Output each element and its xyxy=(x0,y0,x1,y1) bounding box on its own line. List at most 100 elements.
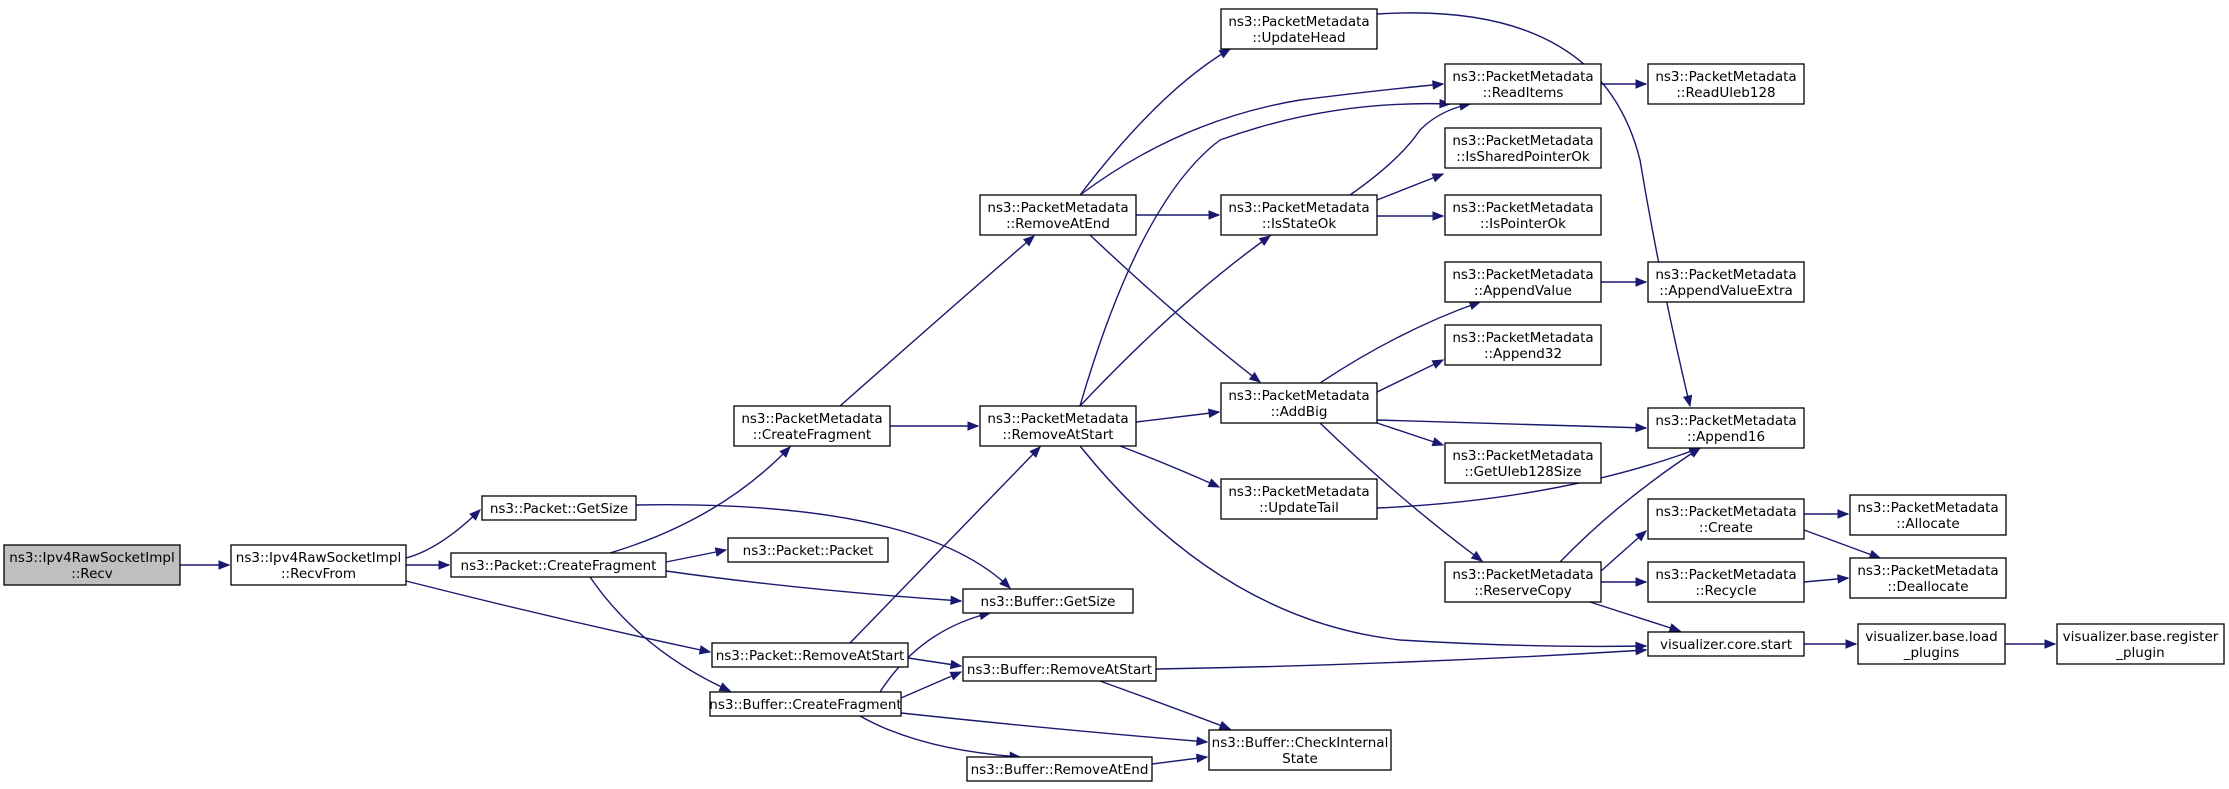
edge-line xyxy=(609,446,791,554)
node-recv[interactable]: ns3::Ipv4RawSocketImpl::Recv xyxy=(3,544,181,586)
node-pm-createfrag[interactable]: ns3::PacketMetadata::CreateFragment xyxy=(733,405,891,447)
node-box xyxy=(1220,8,1378,50)
arrowhead xyxy=(950,595,963,606)
edge-pm_isstateok-to-pm_issharedptr xyxy=(1376,173,1445,201)
node-pm-updatetail[interactable]: ns3::PacketMetadata::UpdateTail xyxy=(1220,478,1378,520)
edge-pm_appendvalue-to-pm_appendvalueextra xyxy=(1601,277,1648,287)
node-pm-appendvalue[interactable]: ns3::PacketMetadata::AppendValue xyxy=(1444,261,1602,303)
edge-recvfrom-to-pkt_removeatstart xyxy=(405,580,712,655)
node-pm-addbig[interactable]: ns3::PacketMetadata::AddBig xyxy=(1220,382,1378,424)
node-label: ns3::PacketMetadata xyxy=(1452,133,1593,149)
edge-buf_removeatend-to-buf_checkinternal xyxy=(1151,753,1209,765)
edge-viz_load-to-viz_register xyxy=(2005,639,2057,649)
node-label: _plugin xyxy=(2115,645,2165,661)
node-pkt-createfrag[interactable]: ns3::Packet::CreateFragment xyxy=(450,552,667,578)
node-label: ::Append32 xyxy=(1484,346,1562,362)
edge-line xyxy=(1079,48,1231,196)
node-pm-appendvalueextra[interactable]: ns3::PacketMetadata::AppendValueExtra xyxy=(1647,261,1805,303)
node-pm-readuleb[interactable]: ns3::PacketMetadata::ReadUleb128 xyxy=(1647,63,1805,105)
edge-line xyxy=(1376,419,1647,429)
node-recvfrom[interactable]: ns3::Ipv4RawSocketImpl::RecvFrom xyxy=(230,544,407,586)
node-label: visualizer.base.register xyxy=(2063,629,2219,645)
node-label: ::Allocate xyxy=(1896,516,1959,532)
arrowhead xyxy=(1688,447,1702,458)
node-label: visualizer.core.start xyxy=(1660,637,1792,653)
arrowhead xyxy=(1868,549,1882,559)
arrowhead xyxy=(1635,645,1648,656)
node-box xyxy=(230,544,407,586)
node-pm-recycle[interactable]: ns3::PacketMetadata::Recycle xyxy=(1647,561,1805,603)
node-label: ns3::PacketMetadata xyxy=(1228,388,1369,404)
node-label: ns3::PacketMetadata xyxy=(741,411,882,427)
node-pm-readitems[interactable]: ns3::PacketMetadata::ReadItems xyxy=(1444,63,1602,105)
node-pm-issharedptr[interactable]: ns3::PacketMetadata::IsSharedPointerOk xyxy=(1444,127,1602,169)
node-pkt-packet[interactable]: ns3::Packet::Packet xyxy=(727,537,889,563)
edge-pm_addbig-to-pm_reservecopy xyxy=(1319,422,1484,562)
edge-line xyxy=(1319,422,1483,562)
node-label: ns3::Buffer::RemoveAtEnd xyxy=(971,762,1149,778)
node-pm-append16[interactable]: ns3::PacketMetadata::Append16 xyxy=(1647,407,1805,449)
edge-pm_removeatend-to-pm_addbig xyxy=(1089,234,1262,383)
node-box xyxy=(1444,261,1602,303)
arrowhead xyxy=(1207,478,1221,488)
edge-pm_removeatstart-to-pm_readitems xyxy=(1079,98,1452,407)
edge-pm_removeatend-to-pm_readitems xyxy=(1079,80,1445,196)
arrowhead xyxy=(1431,173,1445,183)
edge-line xyxy=(405,509,481,559)
edge-pm_removeatstart-to-pm_updatetail xyxy=(1119,445,1221,488)
node-pm-removeatstart[interactable]: ns3::PacketMetadata::RemoveAtStart xyxy=(979,405,1137,447)
node-box xyxy=(979,405,1137,447)
node-viz-start[interactable]: visualizer.core.start xyxy=(1647,631,1805,657)
arrowhead xyxy=(1837,509,1850,519)
node-box xyxy=(1444,324,1602,366)
edge-buf_removeatstart-to-buf_checkinternal xyxy=(1099,680,1232,730)
node-label: ns3::Packet::Packet xyxy=(743,543,874,559)
node-pm-append32[interactable]: ns3::PacketMetadata::Append32 xyxy=(1444,324,1602,366)
node-label: ::ReadItems xyxy=(1483,85,1564,101)
arrowhead xyxy=(1195,753,1209,764)
node-box xyxy=(2056,623,2225,665)
arrowhead xyxy=(949,671,963,681)
node-label: ns3::PacketMetadata xyxy=(1452,69,1593,85)
node-pm-create[interactable]: ns3::PacketMetadata::Create xyxy=(1647,498,1805,540)
node-label: ns3::Ipv4RawSocketImpl xyxy=(9,550,174,566)
arrowhead xyxy=(1029,446,1041,458)
node-buf-removeatend[interactable]: ns3::Buffer::RemoveAtEnd xyxy=(966,756,1153,782)
node-buf-getsize[interactable]: ns3::Buffer::GetSize xyxy=(962,588,1134,614)
edge-pkt_removeatstart-to-buf_removeatstart xyxy=(907,657,963,670)
node-pm-ispointerok[interactable]: ns3::PacketMetadata::IsPointerOk xyxy=(1444,194,1602,236)
edge-recv-to-recvfrom xyxy=(180,560,231,570)
edge-pkt_createfrag-to-buf_getsize xyxy=(665,570,963,606)
node-pm-removeatend[interactable]: ns3::PacketMetadata::RemoveAtEnd xyxy=(979,194,1137,236)
node-viz-load[interactable]: visualizer.base.load_plugins xyxy=(1857,623,2006,665)
node-pkt-getsize[interactable]: ns3::Packet::GetSize xyxy=(481,495,637,521)
edge-line xyxy=(1376,173,1444,201)
node-pm-allocate[interactable]: ns3::PacketMetadata::Allocate xyxy=(1849,494,2007,536)
arrowhead xyxy=(2044,639,2057,649)
node-label: ::AddBig xyxy=(1271,404,1328,420)
node-pm-deallocate[interactable]: ns3::PacketMetadata::Deallocate xyxy=(1849,557,2007,599)
node-pm-updatehead[interactable]: ns3::PacketMetadata::UpdateHead xyxy=(1220,8,1378,50)
node-buf-createfrag[interactable]: ns3::Buffer::CreateFragment xyxy=(709,691,902,717)
edge-recvfrom-to-pkt_createfrag xyxy=(406,560,451,570)
node-buf-removeatstart[interactable]: ns3::Buffer::RemoveAtStart xyxy=(962,656,1157,682)
node-pm-isstateok[interactable]: ns3::PacketMetadata::IsStateOk xyxy=(1220,194,1378,236)
node-label: ns3::PacketMetadata xyxy=(1452,448,1593,464)
node-label: ns3::PacketMetadata xyxy=(1857,500,1998,516)
node-box xyxy=(481,495,637,521)
node-label: ns3::Packet::RemoveAtStart xyxy=(716,648,905,664)
node-label: ::RemoveAtEnd xyxy=(1006,216,1110,232)
node-pkt-removeatstart[interactable]: ns3::Packet::RemoveAtStart xyxy=(711,642,909,668)
node-pm-reservecopy[interactable]: ns3::PacketMetadata::ReserveCopy xyxy=(1444,561,1602,603)
arrowhead xyxy=(218,560,231,570)
node-viz-register[interactable]: visualizer.base.register_plugin xyxy=(2056,623,2225,665)
arrowhead xyxy=(1208,408,1221,418)
edge-layer xyxy=(180,12,2057,765)
node-label: ns3::PacketMetadata xyxy=(987,411,1128,427)
node-pm-getuleb[interactable]: ns3::PacketMetadata::GetUleb128Size xyxy=(1444,442,1602,484)
node-box xyxy=(1444,442,1602,484)
edge-pm_reservecopy-to-pm_recycle xyxy=(1601,577,1648,587)
arrowhead xyxy=(1432,80,1445,90)
arrowhead xyxy=(1470,550,1484,562)
